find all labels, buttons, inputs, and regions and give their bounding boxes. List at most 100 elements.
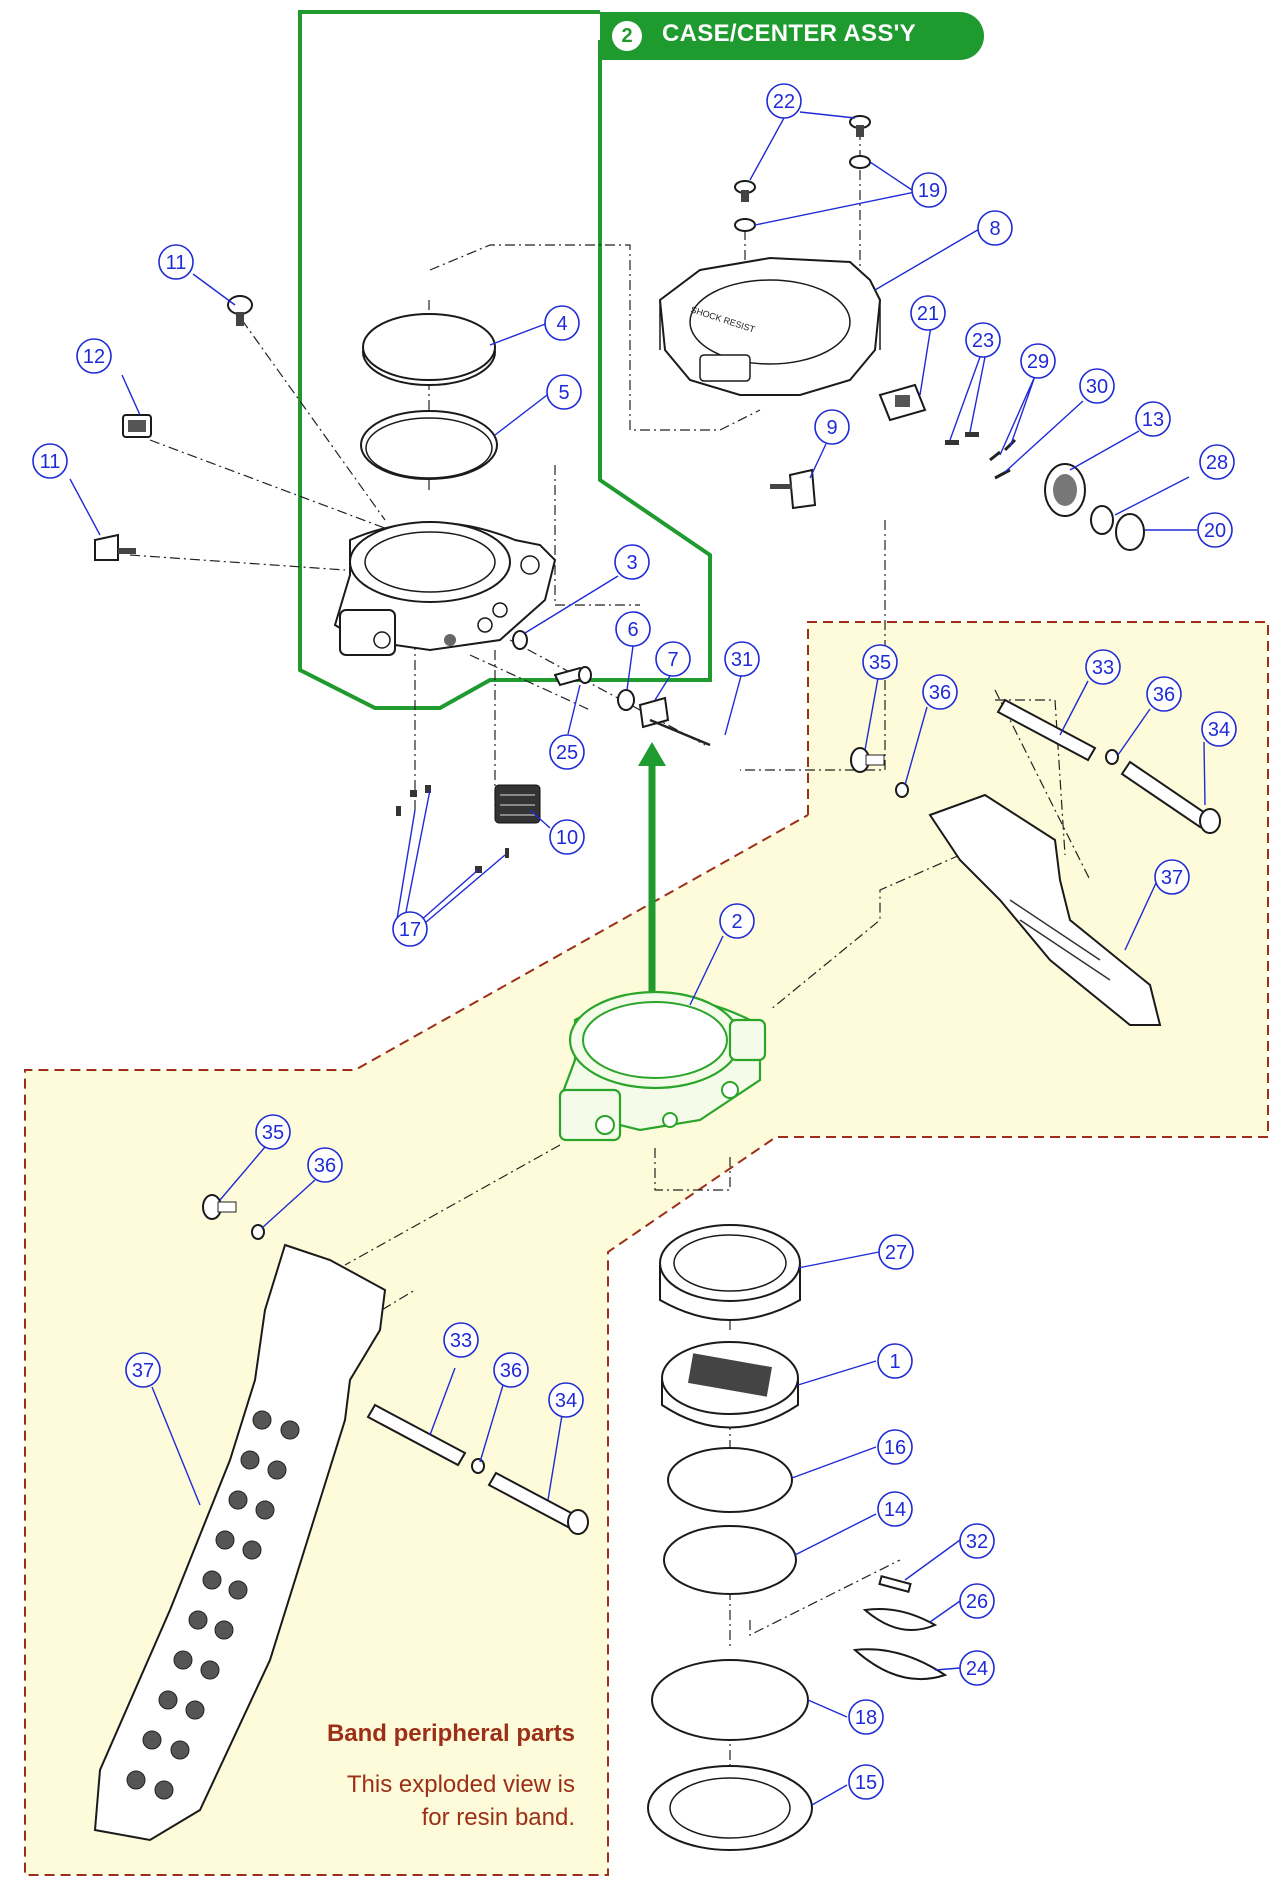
screw-35-lower bbox=[202, 1194, 237, 1220]
case-center-boundary bbox=[298, 10, 712, 710]
callout-32: 32 bbox=[959, 1523, 995, 1559]
svg-text:28: 28 bbox=[1206, 452, 1228, 474]
svg-text:36: 36 bbox=[1153, 684, 1175, 706]
callout-18: 18 bbox=[848, 1699, 884, 1735]
callout-12: 12 bbox=[76, 338, 112, 374]
guide-line bbox=[740, 520, 886, 771]
guide-line bbox=[769, 854, 961, 1011]
assembly-tag-number: 2 bbox=[612, 21, 642, 51]
case-back-inner-27 bbox=[659, 1224, 801, 1321]
svg-text:33: 33 bbox=[1092, 657, 1114, 679]
assembly-tag-label: CASE/CENTER ASS'Y bbox=[662, 20, 916, 47]
washer-36-upper-b bbox=[1105, 749, 1119, 765]
callout-19: 19 bbox=[911, 172, 947, 208]
callout-36-upper-b: 36 bbox=[1146, 676, 1182, 712]
svg-text:22: 22 bbox=[773, 91, 795, 113]
callout-7: 7 bbox=[655, 641, 691, 677]
callout-3: 3 bbox=[614, 544, 650, 580]
callout-35-upper: 35 bbox=[862, 644, 898, 680]
callout-9: 9 bbox=[814, 409, 850, 445]
button-9 bbox=[770, 468, 817, 510]
svg-text:36: 36 bbox=[500, 1360, 522, 1382]
gasket-5 bbox=[360, 410, 498, 480]
callout-36-lower-b: 36 bbox=[493, 1352, 529, 1388]
plate-14 bbox=[663, 1525, 797, 1595]
callout-27: 27 bbox=[878, 1234, 914, 1270]
button-12 bbox=[122, 414, 152, 438]
callout-24: 24 bbox=[959, 1650, 995, 1686]
svg-text:11: 11 bbox=[40, 451, 61, 473]
sheet-24 bbox=[852, 1648, 948, 1681]
callout-25: 25 bbox=[549, 734, 585, 770]
svg-text:26: 26 bbox=[966, 1591, 988, 1613]
callout-30: 30 bbox=[1079, 368, 1115, 404]
callout-17: 17 bbox=[392, 911, 428, 947]
screw-22-b bbox=[849, 115, 871, 137]
case-body-upper bbox=[333, 521, 557, 656]
module-1 bbox=[661, 1341, 799, 1429]
button-11-b bbox=[94, 533, 136, 561]
callout-33-upper: 33 bbox=[1085, 649, 1121, 685]
callout-29: 29 bbox=[1020, 343, 1056, 379]
guide-line bbox=[509, 639, 706, 746]
svg-text:11: 11 bbox=[166, 252, 187, 274]
gasket-5-inner bbox=[365, 417, 493, 479]
svg-text:6: 6 bbox=[627, 619, 638, 641]
guide-line bbox=[344, 1144, 561, 1266]
guide-line bbox=[654, 1148, 731, 1191]
guide-line bbox=[129, 554, 346, 571]
svg-text:33: 33 bbox=[450, 1330, 472, 1352]
svg-text:35: 35 bbox=[262, 1122, 284, 1144]
band-note-line-2: for resin band. bbox=[421, 1804, 575, 1831]
sheet-32 bbox=[878, 1575, 912, 1593]
guide-line bbox=[469, 654, 591, 711]
svg-text:1: 1 bbox=[889, 1351, 900, 1373]
guide-line bbox=[995, 699, 1066, 856]
pipe-33-lower bbox=[366, 1403, 467, 1467]
svg-text:31: 31 bbox=[731, 649, 753, 671]
callout-22: 22 bbox=[766, 83, 802, 119]
callout-16: 16 bbox=[877, 1429, 913, 1465]
callout-2: 2 bbox=[719, 903, 755, 939]
gasket-18 bbox=[651, 1659, 809, 1741]
callout-13: 13 bbox=[1135, 401, 1171, 437]
screws-23 bbox=[945, 432, 979, 445]
bezel-8: SHOCK RESIST bbox=[658, 256, 882, 396]
svg-text:29: 29 bbox=[1027, 351, 1049, 373]
guide-line bbox=[994, 689, 1091, 881]
callout-21: 21 bbox=[910, 295, 946, 331]
band-section-note: This exploded view is for resin band. bbox=[230, 1768, 575, 1834]
svg-text:32: 32 bbox=[966, 1531, 988, 1553]
callout-37-upper: 37 bbox=[1154, 859, 1190, 895]
callout-1: 1 bbox=[877, 1343, 913, 1379]
callout-31: 31 bbox=[724, 641, 760, 677]
svg-text:27: 27 bbox=[885, 1242, 907, 1264]
washer-36-lower-b bbox=[471, 1458, 485, 1474]
svg-text:17: 17 bbox=[399, 919, 421, 941]
plate-16 bbox=[667, 1447, 793, 1513]
svg-text:30: 30 bbox=[1086, 376, 1108, 398]
svg-text:24: 24 bbox=[966, 1658, 988, 1680]
svg-text:4: 4 bbox=[556, 313, 567, 335]
callout-10: 10 bbox=[549, 819, 585, 855]
svg-text:5: 5 bbox=[558, 382, 569, 404]
callout-33-lower: 33 bbox=[443, 1322, 479, 1358]
callout-11-b: 11 bbox=[32, 443, 68, 479]
assembly-arrow-head bbox=[638, 742, 666, 766]
svg-text:12: 12 bbox=[83, 346, 105, 368]
band-37-upper bbox=[928, 793, 1162, 1026]
button-11-a bbox=[227, 295, 253, 326]
svg-text:23: 23 bbox=[972, 330, 994, 352]
callout-23: 23 bbox=[965, 322, 1001, 358]
guide-line bbox=[429, 244, 761, 431]
svg-text:21: 21 bbox=[917, 303, 939, 325]
callout-4: 4 bbox=[544, 305, 580, 341]
band-area-border bbox=[24, 621, 1269, 1876]
plate-7 bbox=[638, 696, 670, 729]
svg-text:37: 37 bbox=[132, 1360, 154, 1382]
screw-22-a bbox=[734, 180, 756, 202]
pin-31 bbox=[649, 718, 711, 747]
part-21 bbox=[878, 383, 927, 422]
pipe-33-upper bbox=[996, 698, 1097, 762]
